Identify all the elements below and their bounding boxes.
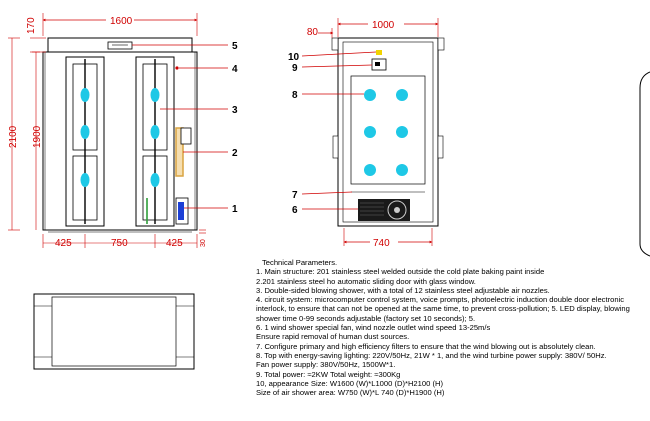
side-view [331,37,445,227]
top-view [33,293,195,370]
front-view [42,37,198,233]
dim-side-width: 1000 [372,20,395,31]
dim-front-floor: 30 [200,239,207,247]
dim-front-bottom-right: 425 [166,238,183,249]
callout-8: 8 [292,90,298,101]
params-line-7: 7. Configure primary and high efficiency… [256,341,596,351]
params-line-3: 3. Double-sided blowing shower, with a t… [256,285,550,295]
front-nozzles [80,88,160,187]
params-line-4: 4. circuit system: microcomputer control… [256,295,630,323]
params-line-10: 9. Total power: ≈2KW Total weight: ≈300K… [256,369,401,379]
sensor-light [376,50,382,55]
params-line-2: 2.201 stainless steel ho automatic slidi… [256,276,476,286]
callout-3: 3 [232,105,238,116]
params-line-12: Size of air shower area: W750 (W)*L 740 … [256,388,445,398]
dim-side-offset: 80 [307,27,319,38]
dim-front-inner-height: 1900 [32,125,43,148]
callout-9: 9 [292,63,298,74]
side-handle [178,202,184,220]
dim-front-bottom-left: 425 [55,238,72,249]
side-nozzles [364,89,408,176]
params-title: Technical Parameters. [262,258,338,267]
front-callouts: 5 4 3 2 1 [132,41,238,215]
params-line-9: Fan power supply: 380V/50Hz, 1500W*1. [256,360,396,370]
partial-right-view [639,71,650,257]
side-callouts: 10 9 8 7 6 [288,51,377,216]
callout-2: 2 [232,148,238,159]
indicator-lamp [175,66,179,70]
params-line-6: Ensure rapid removal of human dust sourc… [256,332,410,342]
dim-front-total-height: 2100 [8,125,19,148]
callout-6: 6 [292,205,298,216]
params-line-5: 6. 1 wind shower special fan, wind nozzl… [256,323,491,333]
dim-front-width: 1600 [110,16,133,27]
params-line-11: 10, appearance Size: W1600 (W)*L1000 (D)… [256,378,443,388]
front-dimensions: 1600 170 2100 1900 425 750 425 30 [8,13,207,249]
callout-1: 1 [232,204,238,215]
technical-parameters: Technical Parameters. 1. Main structure:… [256,258,648,397]
callout-10: 10 [288,52,300,63]
fan-unit [358,199,410,221]
dim-front-bottom-mid: 750 [111,238,128,249]
callout-4: 4 [232,64,238,75]
callout-7: 7 [292,190,298,201]
display-panel [107,41,133,50]
side-dimensions: 1000 80 740 [307,18,439,249]
params-line-8: 8. Top with energy-saving lighting: 220V… [256,350,607,360]
callout-5: 5 [232,41,238,52]
dim-front-top: 170 [26,17,37,34]
params-line-1: 1. Main structure: 201 stainless steel w… [256,267,545,277]
dim-side-bottom: 740 [373,238,390,249]
